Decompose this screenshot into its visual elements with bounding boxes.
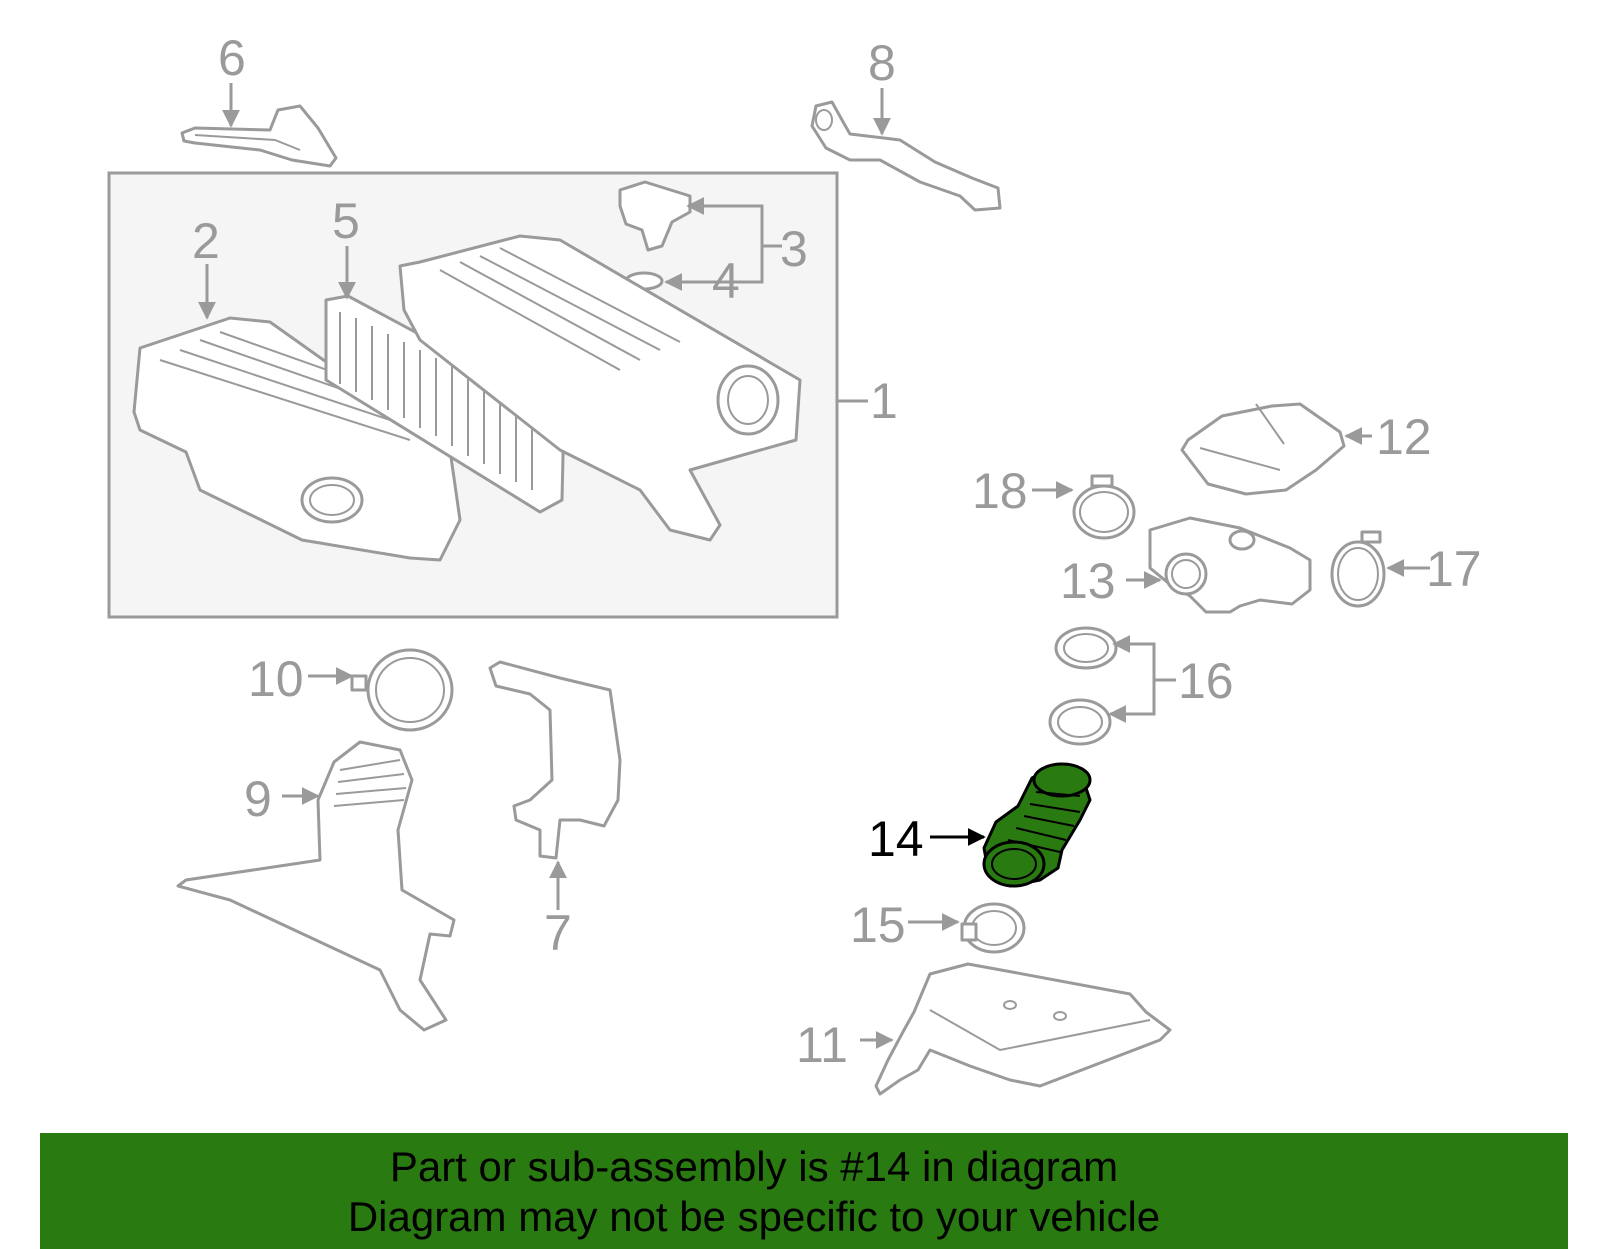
part-7-bracket[interactable] — [488, 660, 622, 860]
callout-5: 5 — [332, 193, 360, 249]
callout-7: 7 — [544, 905, 572, 961]
part-13-body[interactable] — [1148, 516, 1312, 614]
callout-2: 2 — [192, 213, 220, 269]
part-14-hose[interactable] — [982, 762, 1092, 888]
callout-12: 12 — [1376, 409, 1432, 465]
callout-11: 11 — [796, 1017, 848, 1073]
banner-line-2: Diagram may not be specific to your vehi… — [347, 1193, 1161, 1240]
part-10-clamp[interactable] — [350, 648, 454, 732]
banner-line-1: Part or sub-assembly is #14 in diagram — [389, 1143, 1119, 1190]
part-8-bracket[interactable] — [810, 100, 1002, 212]
part-16-clamps[interactable] — [1048, 626, 1118, 746]
callout-1: 1 — [870, 373, 898, 429]
callout-4: 4 — [712, 253, 740, 309]
callout-8: 8 — [868, 35, 896, 91]
part-1-upper-housing[interactable] — [398, 234, 802, 542]
callout-17: 17 — [1426, 541, 1482, 597]
callout-10: 10 — [248, 651, 304, 707]
leader-lines — [198, 83, 1430, 1049]
part-11-lower-duct[interactable] — [874, 962, 1172, 1096]
callout-18: 18 — [972, 463, 1028, 519]
callout-15: 15 — [850, 897, 906, 953]
part-18-clamp[interactable] — [1072, 474, 1136, 540]
part-15-clamp[interactable] — [960, 902, 1026, 954]
callout-9: 9 — [244, 771, 272, 827]
part-17-clamp[interactable] — [1330, 530, 1386, 608]
callout-6: 6 — [218, 30, 246, 86]
callout-13: 13 — [1060, 553, 1116, 609]
callout-3: 3 — [780, 221, 808, 277]
callout-16: 16 — [1178, 653, 1234, 709]
part-12-cover[interactable] — [1180, 402, 1346, 496]
part-6-bracket[interactable] — [180, 104, 338, 168]
part-2-lower-case[interactable] — [132, 316, 462, 562]
part-9-duct[interactable] — [176, 740, 456, 1032]
part-3-sensor[interactable] — [618, 180, 692, 252]
callout-14: 14 — [868, 811, 924, 867]
info-banner: Part or sub-assembly is #14 in diagram D… — [40, 1133, 1568, 1249]
